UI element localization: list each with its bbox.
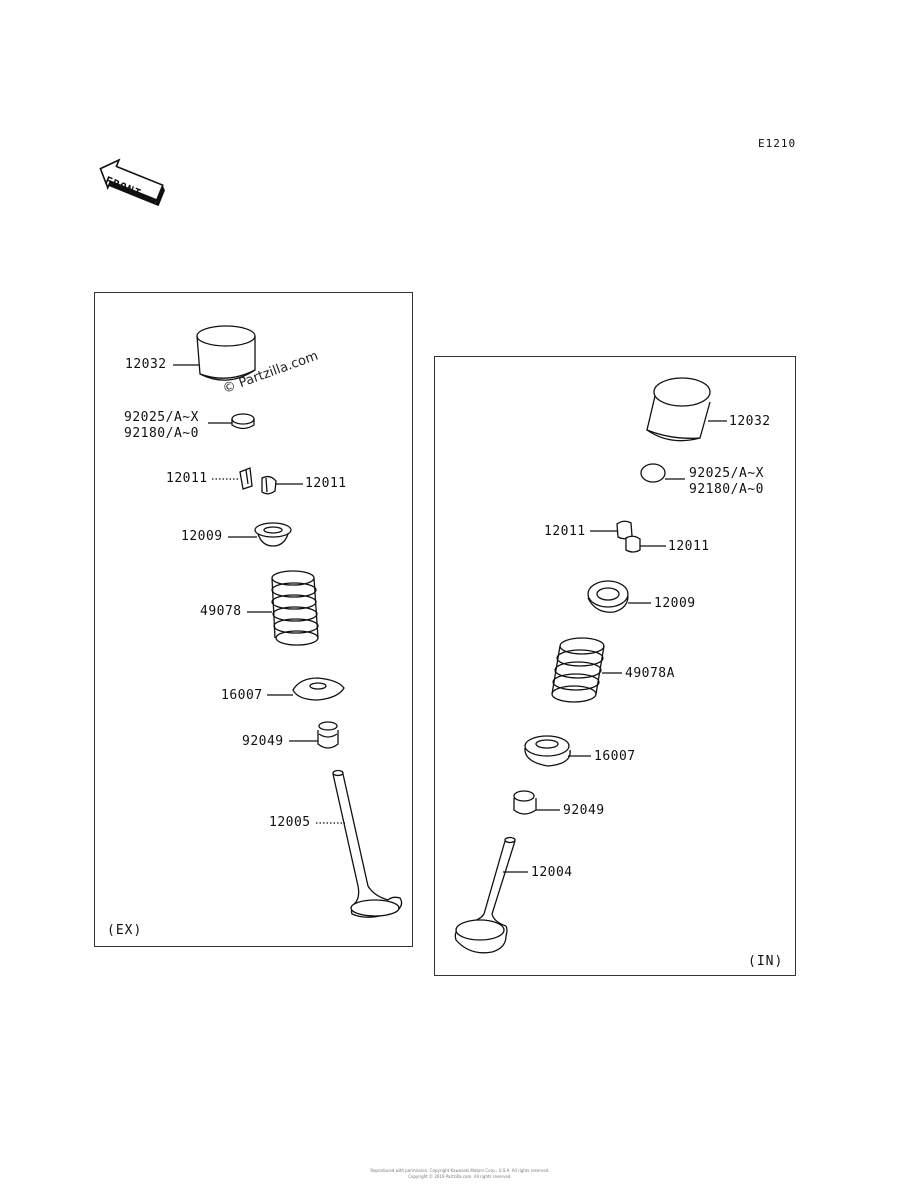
ex-tappet-code: 12032 <box>125 357 167 372</box>
ex-stem-seal-illustration <box>317 721 339 749</box>
in-spring-seat-code: 16007 <box>594 749 636 764</box>
in-spring-illustration <box>551 637 605 703</box>
in-stem-seal-illustration <box>513 790 537 815</box>
in-stem-seal-code: 92049 <box>563 803 605 818</box>
in-panel-tag: (IN) <box>748 954 784 969</box>
in-shim-code-b: 92180/A~0 <box>689 482 764 497</box>
ex-spring-seat-code: 16007 <box>221 688 263 703</box>
ex-shim-code-b: 92180/A~0 <box>124 426 199 441</box>
copyright-footer: Reproduced with permission. Copyright Ka… <box>330 1168 590 1180</box>
in-retainer-illustration <box>587 580 629 613</box>
footer-line-2: Copyright © 2019 Partzilla.com. All righ… <box>408 1174 512 1179</box>
ex-valve-code: 12005 <box>269 815 311 830</box>
in-shim-code-a: 92025/A~X <box>689 466 764 481</box>
in-cotters-illustration <box>616 520 641 553</box>
in-shim-illustration <box>640 463 666 483</box>
in-tappet-code: 12032 <box>729 414 771 429</box>
in-spring-code: 49078A <box>625 666 675 681</box>
ex-retainer-code: 12009 <box>181 529 223 544</box>
ex-panel-tag: (EX) <box>107 923 143 938</box>
ex-cotter-right-code: 12011 <box>305 476 347 491</box>
in-tappet-illustration <box>646 377 711 442</box>
intake-panel <box>434 356 796 976</box>
ex-spring-seat-illustration <box>292 677 345 701</box>
front-arrow-icon <box>96 150 166 212</box>
ex-shim-code-a: 92025/A~X <box>124 410 199 425</box>
in-spring-seat-illustration <box>524 735 571 767</box>
ex-shim-illustration <box>231 413 255 430</box>
ex-valve-illustration <box>332 769 403 918</box>
in-valve-illustration <box>454 836 516 954</box>
footer-line-1: Reproduced with permission. Copyright Ka… <box>370 1168 550 1173</box>
exhaust-panel <box>94 292 413 947</box>
ex-retainer-illustration <box>254 522 292 547</box>
ex-spring-illustration <box>271 570 319 646</box>
in-cotter-right-code: 12011 <box>668 539 710 554</box>
page-code: E1210 <box>758 137 797 150</box>
ex-cotters-illustration <box>239 467 277 495</box>
ex-tappet-illustration <box>196 325 256 381</box>
in-cotter-left-code: 12011 <box>544 524 586 539</box>
in-retainer-code: 12009 <box>654 596 696 611</box>
ex-spring-code: 49078 <box>200 604 242 619</box>
in-valve-code: 12004 <box>531 865 573 880</box>
ex-cotter-left-code: 12011 <box>166 471 208 486</box>
ex-stem-seal-code: 92049 <box>242 734 284 749</box>
